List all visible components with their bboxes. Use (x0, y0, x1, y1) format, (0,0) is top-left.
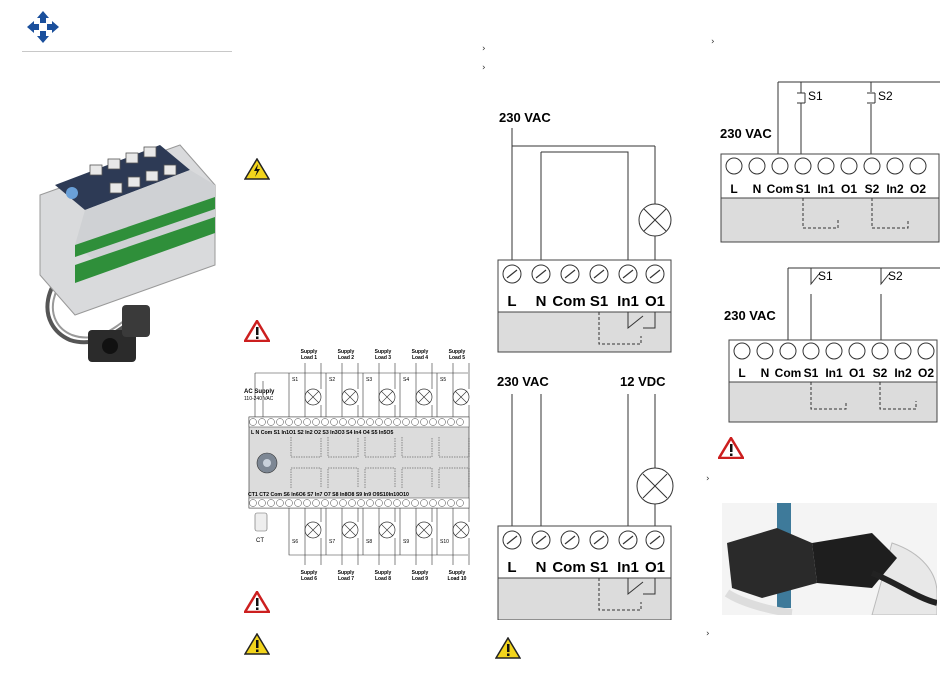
svg-text:S8: S8 (366, 539, 372, 545)
svg-text:Supply: Supply (412, 349, 429, 355)
svg-text:S1: S1 (292, 377, 298, 383)
wiring-diagram-two-channel-toggle: 230 VAC S1 S2 L N Com S1 In1 O1 S2 In2 O… (722, 264, 940, 424)
ct-label: CT (256, 538, 264, 544)
svg-text:S2: S2 (329, 377, 335, 383)
svg-text:O2: O2 (910, 182, 926, 196)
warning-icon-2 (242, 589, 272, 617)
svg-text:Load 1: Load 1 (301, 355, 317, 361)
svg-text:Load 9: Load 9 (412, 576, 428, 582)
svg-text:N: N (536, 293, 547, 310)
svg-text:Supply: Supply (449, 570, 466, 576)
svg-text:In2: In2 (886, 182, 904, 196)
svg-text:In2: In2 (894, 366, 912, 380)
ac-supply-range: 110-240 VAC (244, 396, 274, 402)
svg-text:Supply: Supply (338, 349, 355, 355)
svg-text:Supply: Supply (375, 349, 392, 355)
svg-text:O1: O1 (645, 559, 665, 576)
svg-text:Load 5: Load 5 (449, 355, 465, 361)
supply-label: 230 VAC (720, 126, 772, 141)
svg-text:Com: Com (775, 366, 802, 380)
ac-supply-label: AC Supply (244, 389, 275, 395)
switch-2-label: S2 (888, 269, 903, 283)
electrical-warning-icon (243, 157, 271, 184)
caution-icon-1 (243, 632, 271, 659)
svg-text:Supply: Supply (375, 570, 392, 576)
svg-text:L: L (507, 293, 516, 310)
svg-text:In1: In1 (617, 293, 639, 310)
svg-text:S6: S6 (292, 539, 298, 545)
warning-icon-3 (716, 435, 746, 463)
svg-text:Load 6: Load 6 (301, 576, 317, 582)
svg-text:Com: Com (767, 182, 794, 196)
svg-text:S2: S2 (865, 182, 880, 196)
bullet-marker: › (706, 629, 710, 639)
svg-text:S3: S3 (366, 377, 372, 383)
top-terminal-labels: L N Com S1 In1O1 S2 In2 O2 S3 In3O3 S4 I… (251, 430, 393, 436)
supply-label: 230 VAC (499, 110, 551, 125)
svg-text:S4: S4 (403, 377, 409, 383)
logo-icon (27, 11, 59, 43)
svg-text:Supply: Supply (301, 570, 318, 576)
svg-text:Load 2: Load 2 (338, 355, 354, 361)
svg-text:S1: S1 (590, 293, 608, 310)
switch-2-label: S2 (878, 89, 893, 103)
svg-text:S5: S5 (440, 377, 446, 383)
dc-supply-label: 12 VDC (620, 374, 666, 389)
svg-text:N: N (536, 559, 547, 576)
svg-text:O1: O1 (645, 293, 665, 310)
svg-text:N: N (753, 182, 762, 196)
svg-text:In1: In1 (817, 182, 835, 196)
svg-text:Supply: Supply (338, 570, 355, 576)
svg-text:Load 8: Load 8 (375, 576, 391, 582)
svg-text:Com: Com (552, 293, 585, 310)
svg-text:In1: In1 (617, 559, 639, 576)
svg-text:S1: S1 (804, 366, 819, 380)
switch-1-label: S1 (818, 269, 833, 283)
svg-text:S2: S2 (873, 366, 888, 380)
svg-text:In1: In1 (825, 366, 843, 380)
caution-icon-2 (494, 636, 522, 663)
supply-label: 230 VAC (724, 308, 776, 323)
bottom-terminal-labels: CT1 CT2 Com S6 In6O6 S7 In7 O7 S8 In8O8 … (248, 492, 409, 498)
wiring-diagram-single-ac: 230 VAC L N Com S1 In1 O1 (495, 108, 675, 353)
wiring-diagram-two-channel-push: 230 VAC S1 S2 L N Com S1 In1 O1 S2 In2 O… (718, 78, 940, 243)
svg-text:L: L (738, 366, 745, 380)
svg-text:S10: S10 (440, 539, 449, 545)
bullet-marker: › (711, 37, 715, 47)
bullet-marker: › (482, 63, 486, 73)
ct-clamp-photo (722, 503, 938, 617)
svg-text:Supply: Supply (449, 349, 466, 355)
svg-text:S1: S1 (796, 182, 811, 196)
svg-text:Load 3: Load 3 (375, 355, 391, 361)
bullet-marker: › (482, 44, 486, 54)
svg-text:S7: S7 (329, 539, 335, 545)
header-rule (22, 51, 232, 52)
bullet-marker: › (706, 474, 710, 484)
switch-1-label: S1 (808, 89, 823, 103)
svg-text:Load 10: Load 10 (448, 576, 467, 582)
svg-text:S9: S9 (403, 539, 409, 545)
product-photo (30, 125, 220, 380)
svg-text:Load 4: Load 4 (412, 355, 428, 361)
svg-text:O1: O1 (841, 182, 857, 196)
svg-text:Load 7: Load 7 (338, 576, 354, 582)
company-logo (26, 10, 60, 44)
svg-text:O1: O1 (849, 366, 865, 380)
svg-text:O2: O2 (918, 366, 934, 380)
ac-supply-label: 230 VAC (497, 374, 549, 389)
svg-text:L: L (507, 559, 516, 576)
svg-text:Com: Com (552, 559, 585, 576)
wiring-diagram-dc-load: 230 VAC 12 VDC L N Com S1 In1 O1 (495, 370, 675, 621)
svg-text:L: L (730, 182, 737, 196)
warning-icon-1 (242, 318, 272, 346)
svg-text:N: N (761, 366, 770, 380)
svg-text:S1: S1 (590, 559, 608, 576)
svg-text:Supply: Supply (412, 570, 429, 576)
svg-text:Supply: Supply (301, 349, 318, 355)
